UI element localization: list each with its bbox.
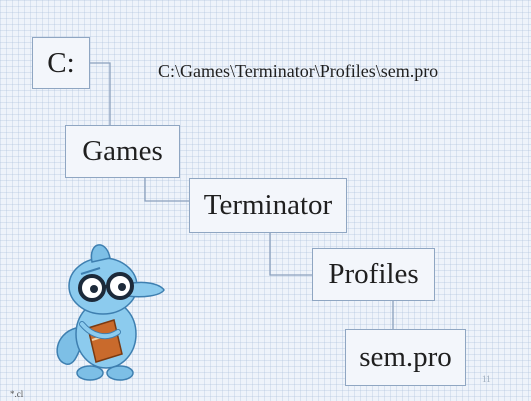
mascot-foot-left bbox=[76, 365, 104, 381]
slide-number: 11 bbox=[482, 374, 491, 384]
mascot-ear bbox=[90, 244, 111, 263]
node-file-sem-pro: sem.pro bbox=[345, 329, 466, 386]
mascot-foot-right bbox=[106, 365, 134, 381]
node-drive-c: C: bbox=[32, 37, 90, 89]
node-folder-profiles-label: Profiles bbox=[328, 258, 419, 290]
node-folder-terminator-label: Terminator bbox=[203, 189, 333, 221]
node-folder-terminator: Terminator bbox=[189, 178, 347, 233]
mascot-snout bbox=[127, 281, 165, 298]
mascot-eye-right bbox=[118, 283, 126, 291]
connector-games-terminator bbox=[144, 178, 189, 202]
mascot-glasses-bridge bbox=[103, 284, 109, 289]
mascot-eye-left bbox=[90, 285, 98, 293]
node-folder-profiles: Profiles bbox=[312, 248, 435, 301]
anteater-mascot-illustration bbox=[56, 244, 165, 381]
mascot-brow-left bbox=[80, 267, 101, 275]
mascot-book bbox=[87, 319, 123, 363]
node-folder-games: Games bbox=[65, 125, 180, 178]
node-folder-games-label: Games bbox=[82, 135, 163, 167]
corner-mark: *.cl bbox=[10, 389, 24, 399]
connector-c-games bbox=[90, 62, 111, 125]
connector-terminator-profiles bbox=[269, 233, 312, 276]
node-drive-c-label: C: bbox=[47, 46, 75, 79]
node-file-sem-pro-label: sem.pro bbox=[359, 341, 452, 373]
mascot-arm-fill bbox=[80, 322, 120, 339]
full-path-text: C:\Games\Terminator\Profiles\sem.pro bbox=[158, 61, 439, 81]
